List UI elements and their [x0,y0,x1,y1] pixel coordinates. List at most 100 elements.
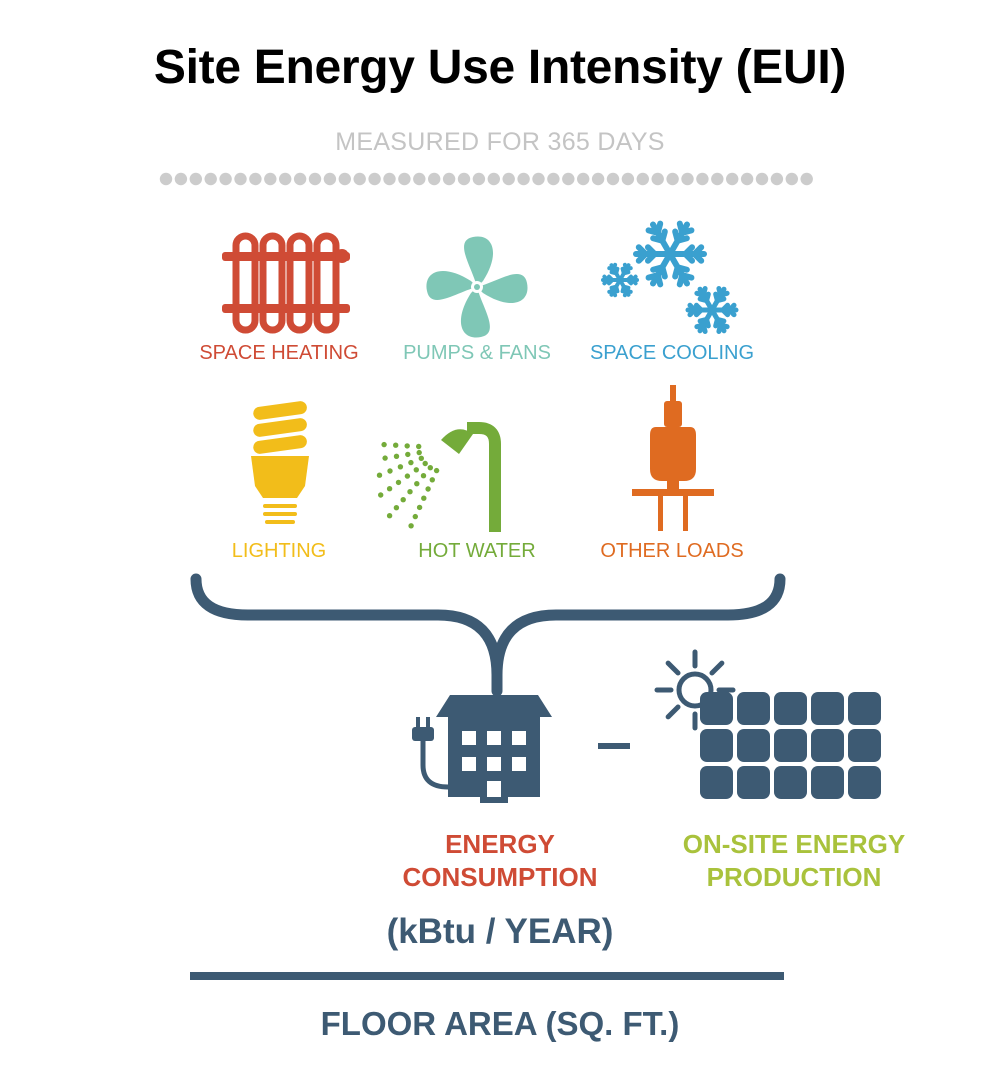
separator-dot [368,172,381,186]
separator-dot [159,172,173,186]
separator-dot [785,172,798,186]
solar-cell [848,729,881,762]
separator-dot [740,172,754,186]
solar-cell [811,729,844,762]
separator-dot [234,172,247,186]
measurement-period: MEASURED FOR 365 DAYS [335,128,665,156]
separator-dot [696,172,709,186]
separator-dot [413,172,426,186]
spray-dot [412,513,418,520]
on-site-production-line2: PRODUCTION [706,862,882,892]
units-label: (kBtu / YEAR) [386,912,614,951]
energy-consumption-line2: CONSUMPTION [402,862,598,892]
solar-cell [774,766,807,799]
minus-sign [598,743,630,749]
separator-dot [755,172,769,186]
spray-dot [400,497,406,503]
spray-dot [378,492,384,498]
category-label-space-heating: SPACE HEATING [199,342,359,364]
solar-cell [700,729,733,762]
spray-dot [413,467,419,473]
sun-ray [709,660,725,676]
separator-dot [606,172,620,186]
spray-dot [418,455,424,461]
dotted-separator [159,172,813,186]
spray-dot [395,479,402,486]
category-label-other-loads: OTHER LOADS [600,540,744,562]
category-label-pumps-fans: PUMPS & FANS [403,342,551,364]
solar-cell [811,766,844,799]
spray-dot [382,455,388,461]
separator-dot [383,172,396,186]
spray-dot [393,442,399,448]
shower-icon [376,422,501,532]
separator-dot [562,172,575,186]
separator-dot [487,172,500,186]
solar-cell [737,766,770,799]
solar-cell [774,729,807,762]
separator-dot [457,172,471,186]
solar-cell [848,766,881,799]
spray-dot [425,486,431,492]
fraction-bar [190,972,784,980]
spray-dot [421,495,427,501]
spray-dot [429,477,435,483]
spray-dot [427,465,433,471]
spray-dot [386,486,393,492]
solar-cell [737,729,770,762]
page-title: Site Energy Use Intensity (EUI) [153,41,847,94]
plug-icon [632,385,714,531]
spray-dot [408,523,414,529]
spray-dot [386,513,393,519]
spray-dot [416,449,422,456]
solar-cell [848,692,881,725]
separator-dot [502,172,515,186]
spray-dot [408,459,414,466]
separator-dot [472,172,486,186]
spray-dot [393,505,400,511]
radiator-icon [222,232,350,334]
on-site-production-line1: ON-SITE ENERGY [682,829,906,859]
separator-dot [547,172,560,186]
snowflake [685,286,739,334]
separator-dot [264,172,277,186]
separator-dot [442,172,456,186]
spray-dot [420,473,427,479]
separator-dot [666,172,679,186]
energy-consumption-line1: ENERGY [445,829,555,859]
category-label-space-cooling: SPACE COOLING [589,342,755,364]
spray-dot [433,467,440,474]
solar-cell [700,766,733,799]
separator-dot [770,172,784,186]
separator-dot [323,172,337,186]
separator-dot [189,172,202,186]
separator-dot [800,172,813,186]
separator-dot [204,172,217,186]
sun-ray [665,704,681,720]
separator-dot [428,172,441,186]
separator-dot [726,172,739,186]
sun-ray [665,660,681,676]
category-label-hot-water: HOT WATER [418,540,536,562]
separator-dot [711,172,724,186]
on-site-production-label: ON-SITE ENERGY PRODUCTION [654,828,934,894]
grouping-brace [190,573,786,697]
solar-cell [811,692,844,725]
solar-panel-icon [700,692,881,799]
separator-dot [532,172,545,186]
fan-icon [426,236,528,338]
separator-dot [591,172,605,186]
spray-dot [416,443,422,450]
spray-dot [422,460,428,467]
snowflake [601,262,639,298]
separator-dot [293,172,307,186]
spray-dot [381,441,387,448]
spray-dot [387,468,393,474]
separator-dot [249,172,262,186]
solar-cell [700,692,733,725]
spray-dot [405,451,411,458]
spray-dot [416,504,423,511]
light-bulb-icon [251,401,309,524]
separator-dot [517,172,530,186]
building-icon [412,695,552,803]
